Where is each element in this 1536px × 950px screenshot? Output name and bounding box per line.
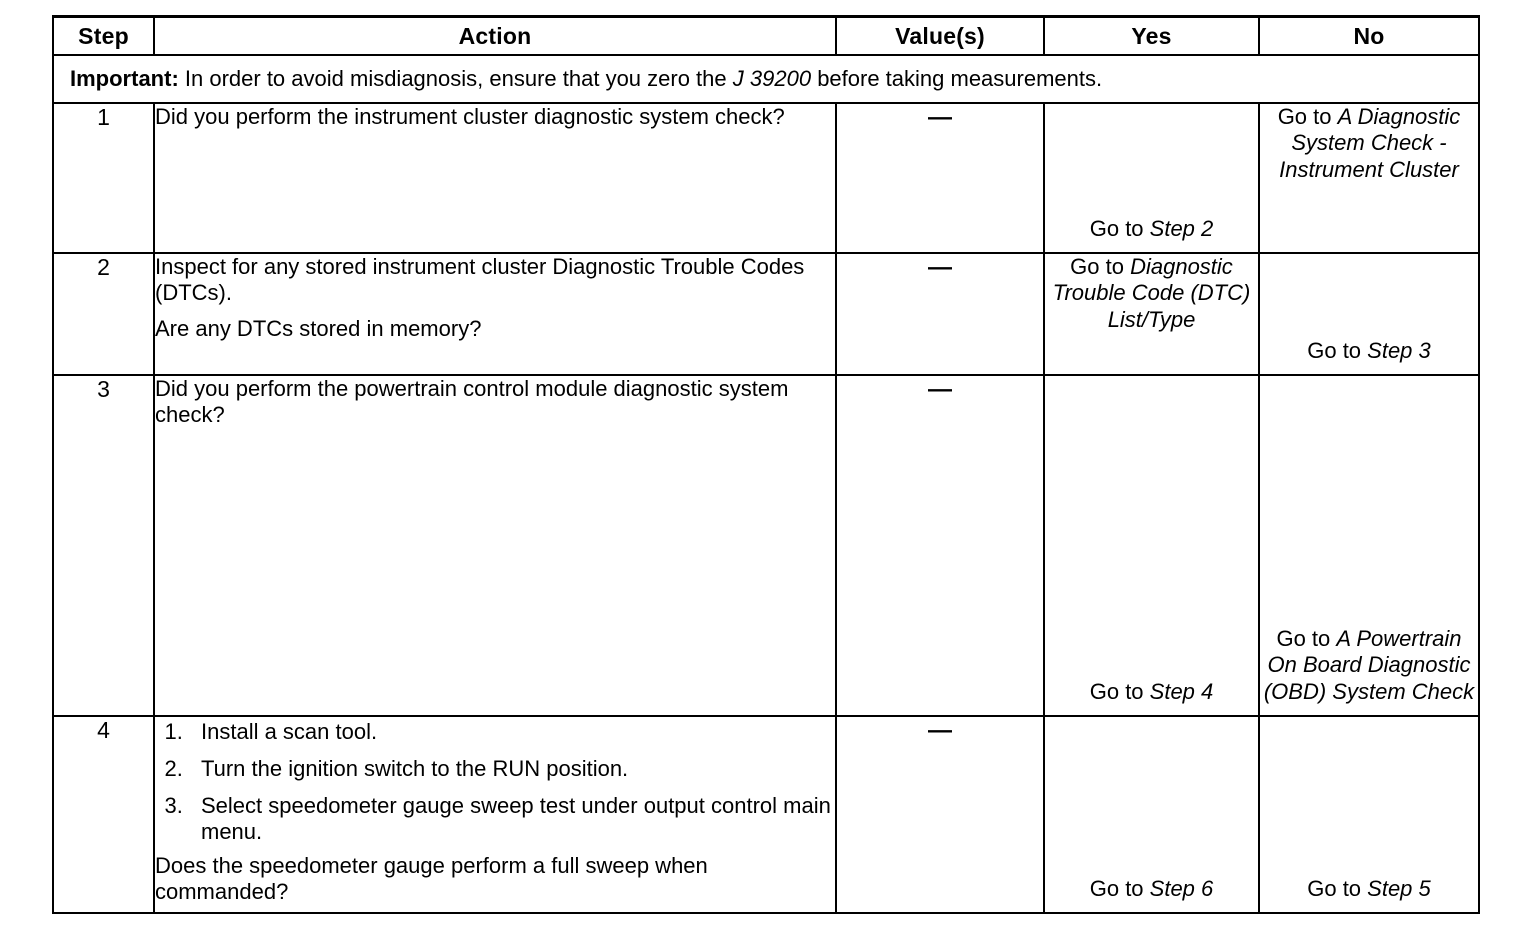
no-branch-cell: Go to Step 5: [1258, 715, 1480, 914]
column-header-no: No: [1258, 15, 1480, 56]
action-cell: Did you perform the instrument cluster d…: [153, 102, 837, 254]
no-branch-cell: Go to Step 3: [1258, 252, 1480, 376]
table-row: 2 Inspect for any stored instrument clus…: [52, 252, 1480, 376]
yes-branch-target: Step 6: [1149, 875, 1214, 901]
yes-branch-prefix: Go to: [1070, 254, 1131, 279]
yes-branch-target: Diagnostic Trouble Code (DTC) List/Type: [1052, 254, 1251, 332]
action-question: Does the speedometer gauge perform a ful…: [155, 852, 708, 904]
diagnostic-procedure-table: Step Action Value(s) Yes No Important: I…: [52, 15, 1480, 914]
no-branch-prefix: Go to: [1276, 625, 1337, 651]
column-header-step: Step: [52, 15, 155, 56]
yes-branch-cell: Go to Step 6: [1043, 715, 1260, 914]
action-paragraph: Did you perform the instrument cluster d…: [155, 104, 785, 129]
action-step-item: Install a scan tool.: [189, 719, 835, 745]
no-branch-target: A Powertrain On Board Diagnostic (OBD) S…: [1263, 625, 1475, 704]
no-branch-target: A Diagnostic System Check - Instrument C…: [1279, 104, 1461, 182]
column-header-yes: Yes: [1043, 15, 1260, 56]
action-step-list: Install a scan tool. Turn the ignition s…: [155, 719, 835, 845]
important-label: Important:: [70, 66, 179, 91]
yes-branch-prefix: Go to: [1089, 215, 1150, 241]
action-cell: Did you perform the powertrain control m…: [153, 374, 837, 717]
yes-branch-target: Step 4: [1149, 678, 1214, 704]
value-cell: —: [835, 252, 1045, 376]
table-header-row: Step Action Value(s) Yes No: [52, 15, 1480, 56]
value-cell: —: [835, 102, 1045, 254]
important-tool-name: J 39200: [732, 66, 812, 91]
step-number: 1: [52, 102, 155, 254]
column-header-action: Action: [153, 15, 837, 56]
step-number: 2: [52, 252, 155, 376]
no-branch-prefix: Go to: [1307, 337, 1368, 363]
value-cell: —: [835, 374, 1045, 717]
yes-branch-target: Step 2: [1149, 215, 1214, 241]
action-paragraph: Inspect for any stored instrument cluste…: [155, 254, 805, 305]
no-branch-target: Step 5: [1367, 875, 1431, 901]
yes-branch-cell: Go to Diagnostic Trouble Code (DTC) List…: [1043, 252, 1260, 376]
table-row: 3 Did you perform the powertrain control…: [52, 374, 1480, 717]
action-paragraph: Did you perform the powertrain control m…: [155, 376, 789, 427]
yes-branch-prefix: Go to: [1089, 678, 1150, 704]
action-step-item: Select speedometer gauge sweep test unde…: [189, 793, 835, 845]
column-header-values: Value(s): [835, 15, 1045, 56]
no-branch-target: Step 3: [1367, 337, 1431, 363]
step-number: 4: [52, 715, 155, 914]
yes-branch-cell: Go to Step 2: [1043, 102, 1260, 254]
table-row: 4 Install a scan tool. Turn the ignition…: [52, 715, 1480, 914]
yes-branch-prefix: Go to: [1089, 875, 1150, 901]
no-branch-cell: Go to A Diagnostic System Check - Instru…: [1258, 102, 1480, 254]
step-number: 3: [52, 374, 155, 717]
action-cell: Install a scan tool. Turn the ignition s…: [153, 715, 837, 914]
action-step-item: Turn the ignition switch to the RUN posi…: [189, 756, 835, 782]
no-branch-cell: Go to A Powertrain On Board Diagnostic (…: [1258, 374, 1480, 717]
important-text-after: before taking measurements.: [817, 66, 1103, 91]
table-row: 1 Did you perform the instrument cluster…: [52, 102, 1480, 254]
important-note-cell: Important: In order to avoid misdiagnosi…: [52, 54, 1480, 104]
no-branch-prefix: Go to: [1277, 104, 1338, 129]
no-branch-prefix: Go to: [1307, 875, 1368, 901]
action-question: Are any DTCs stored in memory?: [155, 315, 482, 341]
yes-branch-cell: Go to Step 4: [1043, 374, 1260, 717]
value-cell: —: [835, 715, 1045, 914]
action-cell: Inspect for any stored instrument cluste…: [153, 252, 837, 376]
important-text-before: In order to avoid misdiagnosis, ensure t…: [184, 66, 727, 91]
important-note-row: Important: In order to avoid misdiagnosi…: [52, 54, 1480, 104]
